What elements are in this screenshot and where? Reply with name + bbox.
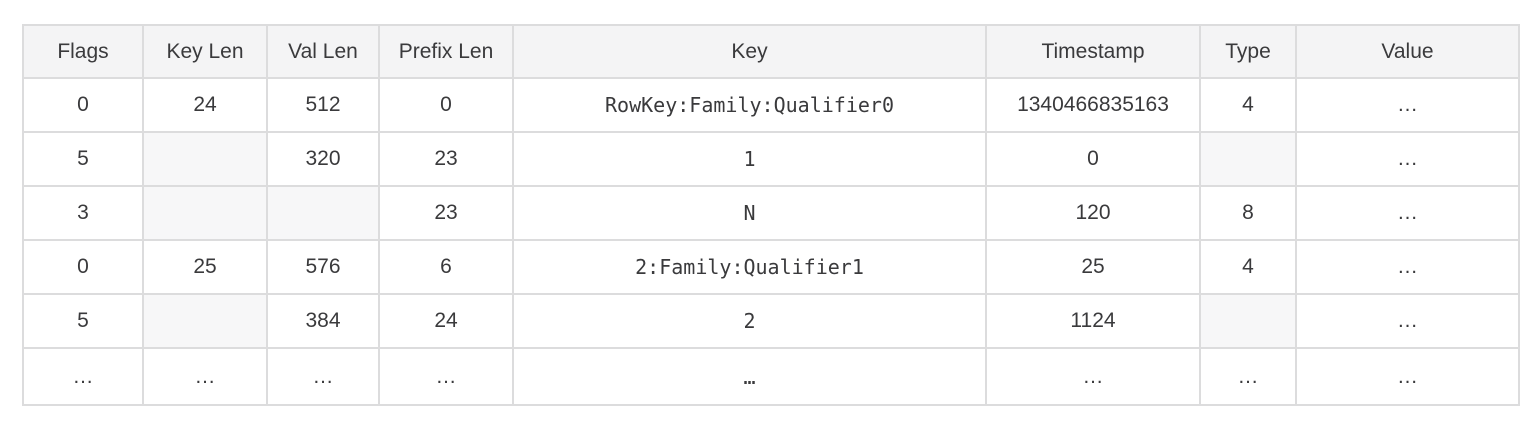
table-cell bbox=[266, 185, 380, 241]
table-cell: 320 bbox=[266, 131, 380, 187]
table-cell: 0 bbox=[378, 77, 514, 133]
table-cell: 0 bbox=[985, 131, 1201, 187]
table-row: 3 23 N 120 8 … bbox=[22, 185, 1520, 241]
table-cell: 24 bbox=[378, 293, 514, 349]
table-cell: 5 bbox=[22, 131, 144, 187]
table-cell: … bbox=[512, 347, 987, 406]
table-cell: … bbox=[142, 347, 268, 406]
table-cell: 0 bbox=[22, 77, 144, 133]
table-cell: 23 bbox=[378, 185, 514, 241]
column-header-key-len: Key Len bbox=[142, 24, 268, 79]
table-cell: 2:Family:Qualifier1 bbox=[512, 239, 987, 295]
header-row: Flags Key Len Val Len Prefix Len Key Tim… bbox=[22, 24, 1520, 79]
table-cell: … bbox=[1199, 347, 1297, 406]
column-header-timestamp: Timestamp bbox=[985, 24, 1201, 79]
table-row-ellipsis: … … … … … … … … bbox=[22, 347, 1520, 406]
table-cell: … bbox=[1295, 185, 1520, 241]
table-cell: 6 bbox=[378, 239, 514, 295]
column-header-value: Value bbox=[1295, 24, 1520, 79]
table-cell: 1 bbox=[512, 131, 987, 187]
table-cell: … bbox=[1295, 131, 1520, 187]
table-cell: … bbox=[22, 347, 144, 406]
table-cell: 25 bbox=[142, 239, 268, 295]
table-cell: 5 bbox=[22, 293, 144, 349]
table-cell: 512 bbox=[266, 77, 380, 133]
table-cell: 0 bbox=[22, 239, 144, 295]
table-cell: 2 bbox=[512, 293, 987, 349]
column-header-val-len: Val Len bbox=[266, 24, 380, 79]
table-cell: … bbox=[1295, 77, 1520, 133]
table-cell: … bbox=[985, 347, 1201, 406]
table-cell: 25 bbox=[985, 239, 1201, 295]
table-cell: 576 bbox=[266, 239, 380, 295]
table-cell: 8 bbox=[1199, 185, 1297, 241]
table-row: 0 24 512 0 RowKey:Family:Qualifier0 1340… bbox=[22, 77, 1520, 133]
table-row: 5 384 24 2 1124 … bbox=[22, 293, 1520, 349]
table-cell: … bbox=[378, 347, 514, 406]
table-cell: 24 bbox=[142, 77, 268, 133]
table-cell bbox=[142, 185, 268, 241]
table-cell: 1124 bbox=[985, 293, 1201, 349]
table-cell bbox=[142, 131, 268, 187]
table-cell bbox=[1199, 293, 1297, 349]
table-cell: 4 bbox=[1199, 239, 1297, 295]
column-header-key: Key bbox=[512, 24, 987, 79]
table-cell: RowKey:Family:Qualifier0 bbox=[512, 77, 987, 133]
table-cell: … bbox=[266, 347, 380, 406]
keyvalue-table: Flags Key Len Val Len Prefix Len Key Tim… bbox=[22, 24, 1520, 406]
column-header-flags: Flags bbox=[22, 24, 144, 79]
column-header-prefix-len: Prefix Len bbox=[378, 24, 514, 79]
table-row: 0 25 576 6 2:Family:Qualifier1 25 4 … bbox=[22, 239, 1520, 295]
table-cell: 4 bbox=[1199, 77, 1297, 133]
table-cell: 384 bbox=[266, 293, 380, 349]
table-cell: 120 bbox=[985, 185, 1201, 241]
table-cell: 23 bbox=[378, 131, 514, 187]
table-cell: … bbox=[1295, 347, 1520, 406]
table-cell bbox=[1199, 131, 1297, 187]
keyvalue-table-container: Flags Key Len Val Len Prefix Len Key Tim… bbox=[22, 24, 1520, 406]
table-cell: N bbox=[512, 185, 987, 241]
table-cell: … bbox=[1295, 239, 1520, 295]
table-cell: 1340466835163 bbox=[985, 77, 1201, 133]
table-cell: … bbox=[1295, 293, 1520, 349]
table-row: 5 320 23 1 0 … bbox=[22, 131, 1520, 187]
table-cell bbox=[142, 293, 268, 349]
table-cell: 3 bbox=[22, 185, 144, 241]
column-header-type: Type bbox=[1199, 24, 1297, 79]
